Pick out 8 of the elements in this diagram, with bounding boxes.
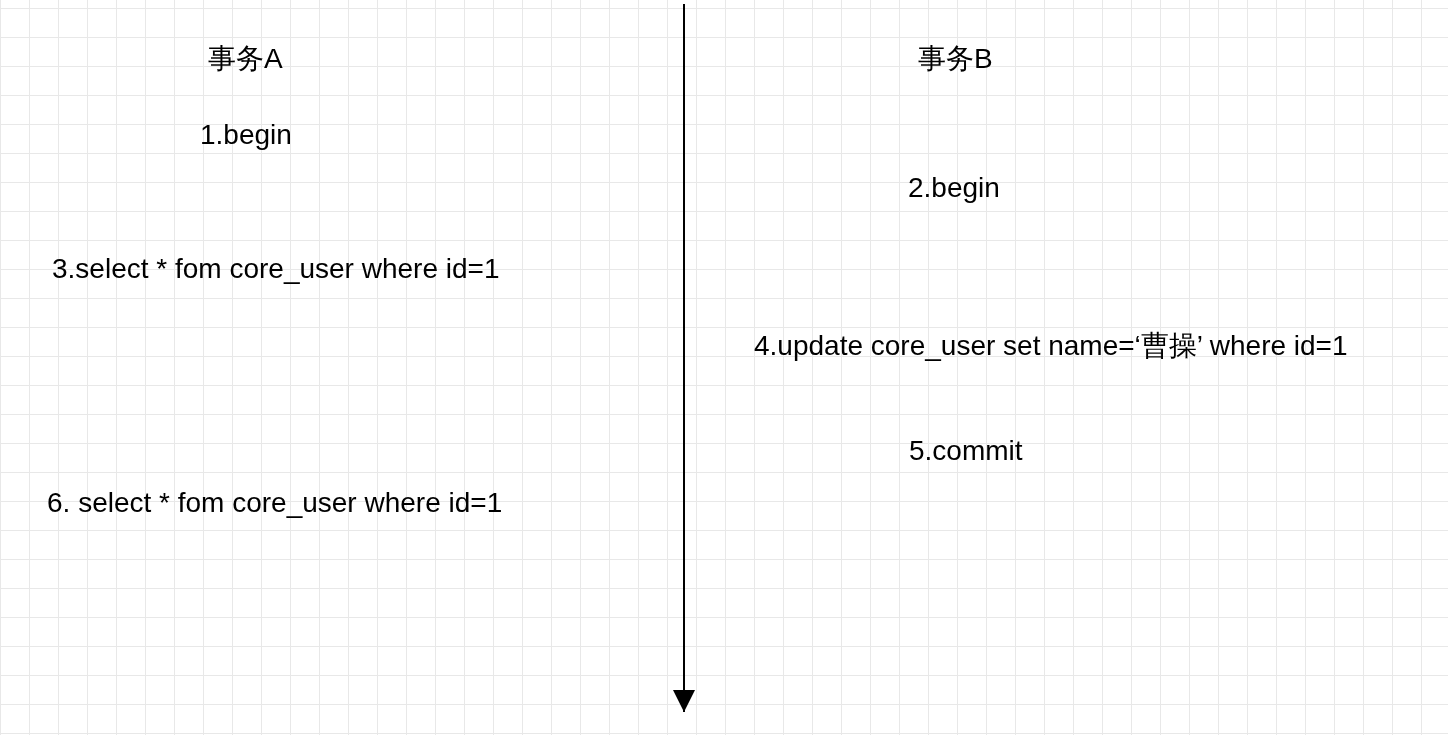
column-heading: 事务B xyxy=(918,42,993,76)
step-text: 1.begin xyxy=(200,118,292,152)
sql-statement: 6. select * fom core_user where id=1 xyxy=(47,486,503,520)
step-text: 5.commit xyxy=(909,434,1023,468)
column-heading: 事务A xyxy=(208,42,283,76)
sql-statement: 3.select * fom core_user where id=1 xyxy=(52,252,500,286)
step-text: 2.begin xyxy=(908,171,1000,205)
sql-statement: 4.update core_user set name=‘曹操’ where id=1 xyxy=(754,329,1348,363)
